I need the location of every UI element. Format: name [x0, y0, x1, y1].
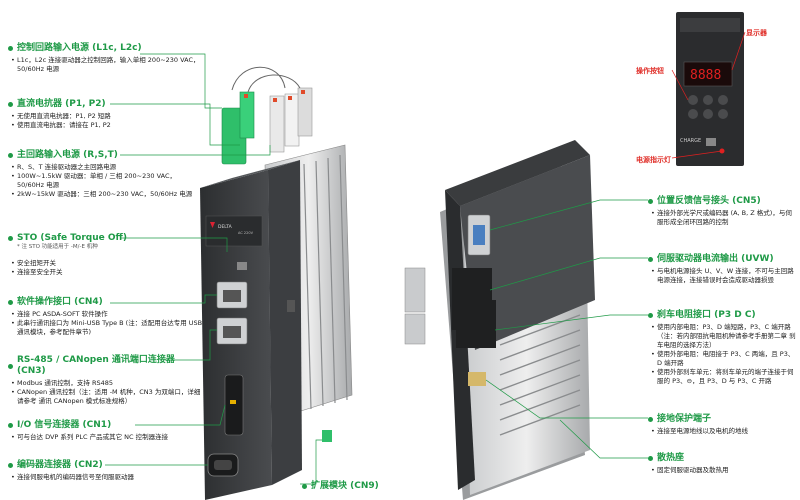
green-terminal-connector-icon — [221, 66, 313, 165]
rating-label: AC 220V — [238, 231, 254, 235]
section-item: 安全扭矩开关 — [11, 259, 203, 268]
callout-charge: 电源指示灯 — [636, 156, 671, 164]
right-drive-body — [404, 140, 595, 500]
section-heatsink: 散热座 固定伺服驱动器及散热用 — [648, 453, 798, 475]
section-item: 连接至电源地线以及电机的地线 — [651, 427, 798, 436]
section-title: 伺服驱动器电流输出 (UVW) — [657, 254, 774, 264]
section-item: 使用外部电阻：电阻接于 P3、C 两端，且 P3、D 端开路 — [651, 350, 798, 368]
section-dc-reactor: 直流电抗器 (P1, P2) 无使用直流电抗器：P1, P2 短路 使用直流电抗… — [8, 99, 203, 130]
section-main-power: 主回路输入电源 (R,S,T) R、S、T 连接驱动器之主回路电源 100W~1… — [8, 150, 203, 199]
section-title: 刹车电阻接口 (P3 D C) — [657, 310, 756, 320]
section-item: Modbus 通讯控制，支持 RS485 — [11, 379, 203, 388]
callout-buttons: 操作按钮 — [636, 67, 664, 75]
section-title: 编码器连接器 (CN2) — [17, 460, 103, 470]
bullet-dot-icon — [8, 46, 13, 51]
bullet-dot-icon — [648, 199, 653, 204]
bullet-dot-icon — [8, 463, 13, 468]
section-item: 使用内部电阻：P3、D 端短路，P3、C 端开路（注：若内部阻抗电阻机种请参考手… — [651, 323, 798, 350]
section-cn4: 软件操作接口 (CN4) 连接 PC ASDA-SOFT 软件操作 此串行通讯接… — [8, 297, 203, 337]
section-item: 与电机电源接头 U、V、W 连接，不可与主回路电源连接，连接错误时会造成驱动器损… — [651, 267, 798, 285]
charge-label: CHARGE — [680, 138, 701, 144]
section-title: 散热座 — [657, 453, 685, 463]
section-item: R、S、T 连接驱动器之主回路电源 — [11, 163, 203, 172]
section-item: 使用外部刹车单元：将刹车单元的端子连接于伺服的 P3、⊖，且 P3、D 与 P3… — [651, 368, 798, 386]
section-item: 使用直流电抗器：请接在 P1, P2 — [11, 121, 203, 130]
section-title: I/O 信号连接器 (CN1) — [17, 420, 112, 430]
section-title: 控制回路输入电源 (L1c, L2c) — [17, 43, 142, 53]
section-title: 接地保护端子 — [657, 414, 712, 424]
section-item: 连接外部光学尺或编码器 (A, B, Z 格式)，与伺服形成全闭环回路的控制 — [651, 209, 798, 227]
section-item: 100W~1.5kW 驱动器：单相 / 三相 200~230 VAC，50/60… — [11, 172, 203, 190]
section-title: 直流电抗器 (P1, P2) — [17, 99, 106, 109]
bullet-dot-icon — [648, 257, 653, 262]
cn4-port — [237, 262, 247, 270]
brake-terminal — [456, 300, 496, 348]
display-icon — [683, 61, 733, 87]
section-cn3: RS-485 / CANopen 通讯端口连接器 (CN3) Modbus 通讯… — [8, 355, 203, 406]
section-item: L1c，L2c 连接驱动器之控制回路，输入单相 200~230 VAC，50/6… — [11, 56, 203, 74]
callout-display: 显示器 — [746, 29, 767, 37]
section-item: 可与台达 DVP 系列 PLC 产品或其它 NC 控制器连接 — [11, 433, 203, 442]
cn1-port — [224, 374, 244, 436]
svg-text:8888: 8888 — [690, 68, 721, 83]
bullet-dot-icon — [8, 423, 13, 428]
section-item: 连接 PC ASDA-SOFT 软件操作 — [11, 310, 203, 319]
section-item: CANopen 通讯控制（注：适用 -M 机种，CN3 为双端口，详细请参考 通… — [11, 388, 203, 406]
section-control-power: 控制回路输入电源 (L1c, L2c) L1c，L2c 连接驱动器之控制回路，输… — [8, 43, 203, 74]
section-cn2: 编码器连接器 (CN2) 连接伺服电机的编码器信号至伺服驱动器 — [8, 460, 203, 482]
bullet-dot-icon — [648, 313, 653, 318]
bullet-dot-icon — [648, 456, 653, 461]
section-item: 此串行通讯接口为 Mini-USB Type B (注：适配用台达专用 USB … — [11, 319, 203, 337]
bullet-dot-icon — [8, 236, 13, 241]
section-sto: STO (Safe Torque Off) * 注 STO 功能适用于 -M/-… — [8, 233, 203, 277]
section-cn9: 扩展模块 (CN9) — [302, 481, 379, 492]
section-note: * 注 STO 功能适用于 -M/-E 机种 — [17, 244, 98, 250]
section-title: 位置反馈信号接头 (CN5) — [657, 196, 761, 206]
cn9-connector — [322, 430, 332, 442]
section-item: 无使用直流电抗器：P1, P2 短路 — [11, 112, 203, 121]
section-title: 主回路输入电源 (R,S,T) — [17, 150, 118, 160]
bullet-dot-icon — [302, 484, 307, 489]
bullet-dot-icon — [8, 300, 13, 305]
section-brake: 刹车电阻接口 (P3 D C) 使用内部电阻：P3、D 端短路，P3、C 端开路… — [648, 310, 798, 386]
section-cn5: 位置反馈信号接头 (CN5) 连接外部光学尺或编码器 (A, B, Z 格式)，… — [648, 196, 798, 227]
bullet-dot-icon — [8, 363, 13, 369]
section-title: RS-485 / CANopen 通讯端口连接器 (CN3) — [17, 355, 175, 376]
section-item: 固定伺服驱动器及散热用 — [651, 466, 798, 475]
section-uvw: 伺服驱动器电流输出 (UVW) 与电机电源接头 U、V、W 连接，不可与主回路电… — [648, 254, 798, 285]
brand-label: DELTA — [218, 224, 233, 230]
section-title: STO (Safe Torque Off) — [17, 233, 127, 243]
section-title: 扩展模块 (CN9) — [311, 481, 379, 491]
bullet-dot-icon — [8, 102, 13, 107]
section-ground: 接地保护端子 连接至电源地线以及电机的地线 — [648, 414, 798, 436]
section-title: 软件操作接口 (CN4) — [17, 297, 103, 307]
panel-closeup: 8888 CHARGE — [676, 12, 744, 166]
ground-terminal — [468, 372, 486, 386]
section-cn1: I/O 信号连接器 (CN1) 可与台达 DVP 系列 PLC 产品或其它 NC… — [8, 420, 203, 442]
section-item: 连接至安全开关 — [11, 268, 203, 277]
section-item: 2kW~15kW 驱动器：三相 200~230 VAC，50/60Hz 电源 — [11, 190, 203, 199]
section-item: 连接伺服电机的编码器信号至伺服驱动器 — [11, 473, 203, 482]
bullet-dot-icon — [8, 153, 13, 158]
left-drive-body: DELTA AC 220V — [200, 160, 332, 500]
bullet-dot-icon — [648, 417, 653, 422]
